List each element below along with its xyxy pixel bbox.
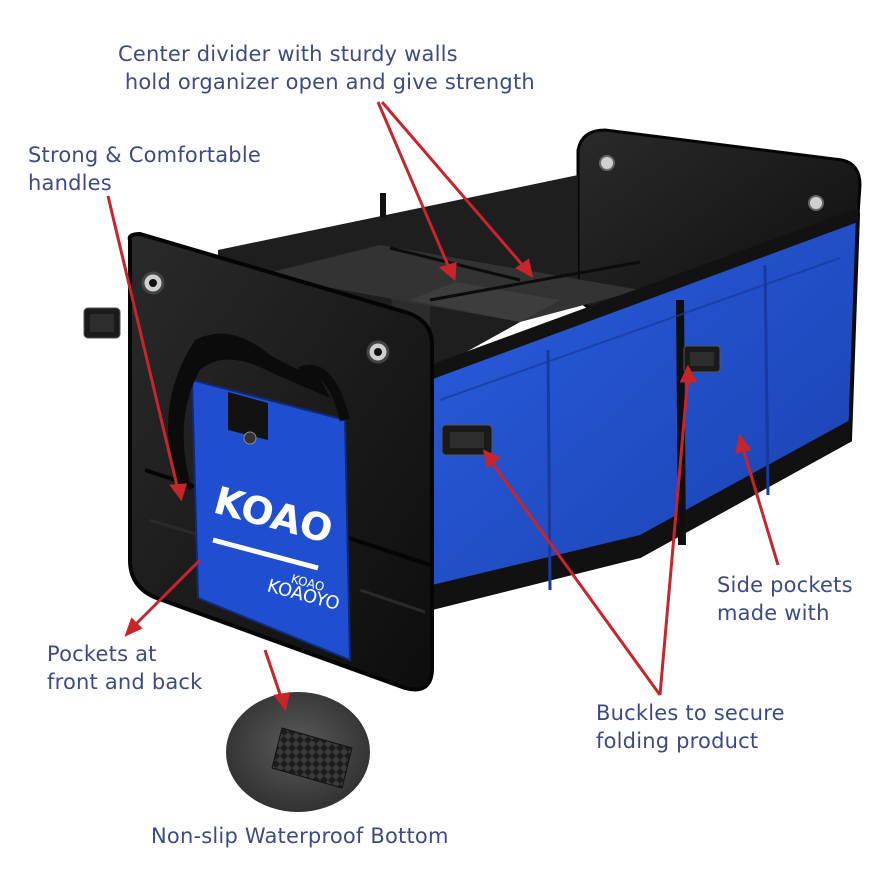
callout-handles: Strong & Comfortable handles	[28, 143, 261, 195]
top-strap	[380, 193, 386, 217]
callout-pockets-front-back: Pockets at front and back	[47, 642, 203, 694]
callout-arrows	[106, 101, 780, 712]
callout-buckles: Buckles to secure folding product	[596, 701, 785, 753]
buckle-right	[683, 345, 721, 373]
callout-side-pockets: Side pockets made with	[717, 573, 853, 625]
buckle-left	[83, 307, 121, 339]
center-divider	[260, 245, 641, 372]
non-slip-bottom-swatch	[226, 692, 370, 812]
front-pocket	[190, 378, 352, 662]
carry-handle	[168, 333, 330, 490]
rear-end-panel	[576, 128, 862, 332]
callout-center-divider: Center divider with sturdy walls hold or…	[118, 42, 535, 94]
buckle-front	[441, 424, 493, 456]
callout-bottom: Non-slip Waterproof Bottom	[151, 824, 449, 848]
